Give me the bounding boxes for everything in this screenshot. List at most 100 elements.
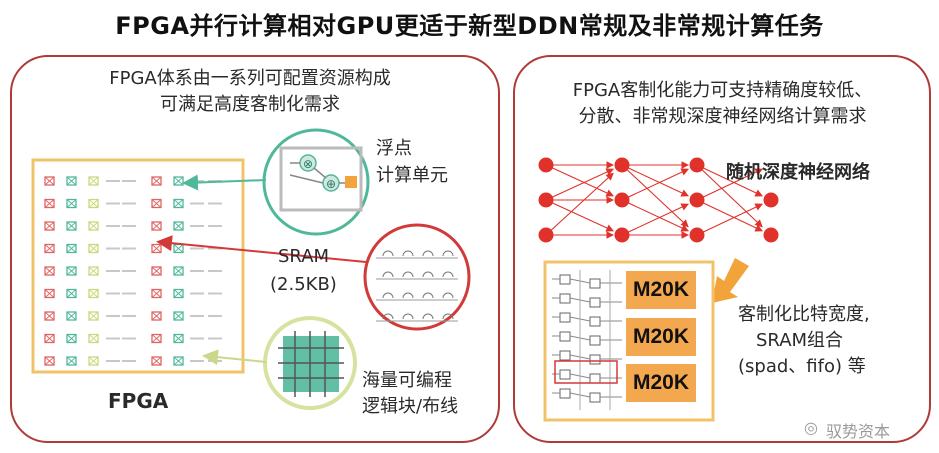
nn-node: [689, 192, 705, 208]
fpga-cell-mark: [151, 266, 162, 276]
sram-cell: [382, 250, 394, 257]
nn-edge: [696, 203, 763, 236]
sram-cell: [402, 271, 414, 278]
fpga-cell-mark: [66, 199, 77, 208]
sram-pointer-arrow: [156, 235, 367, 263]
watermark: 驭势资本: [826, 422, 891, 441]
watermark-icon: ◎: [804, 418, 818, 437]
nn-node: [763, 227, 779, 243]
svg-text:⊗: ⊗: [303, 157, 313, 171]
right-heading-line1: FPGA客制化能力可支持精确度较低、: [572, 80, 873, 101]
nn-node: [614, 157, 630, 173]
nn-edge: [696, 168, 763, 201]
fpga-cell-mark: [44, 289, 55, 298]
fpga-cell-mark: [173, 356, 184, 366]
rdnn-label: 随机深度神经网络: [726, 162, 870, 183]
nn-node: [614, 192, 630, 208]
fpga-cell-mark: [151, 334, 162, 343]
fpga-cell-grid: [44, 176, 222, 366]
custom-line3: (spad、fifo) 等: [738, 356, 866, 377]
nn-edge: [696, 164, 763, 228]
fpga-cell-mark: [151, 356, 162, 366]
nn-edge: [621, 203, 689, 236]
fpga-cell-mark: [66, 176, 77, 186]
fpga-cell-mark: [66, 289, 77, 298]
fpga-cell-mark: [173, 289, 184, 298]
nn-edge: [545, 164, 614, 197]
sram-cell: [422, 292, 434, 299]
fpga-cell-mark: [173, 266, 184, 276]
sram-cell: [442, 250, 454, 257]
fpga-cell-mark: [173, 221, 184, 231]
logic-block: [283, 336, 339, 392]
m20k-block-1: M20K: [626, 271, 696, 309]
fpga-cell-mark: [151, 199, 162, 208]
fpga-cell-mark: [44, 334, 55, 343]
custom-arrow: [712, 258, 749, 303]
nn-edge: [545, 168, 614, 201]
fpga-cell-mark: [151, 311, 162, 321]
logic-label-line1: 海量可编程: [362, 370, 452, 391]
nn-edge: [621, 199, 689, 232]
register-icon: [345, 176, 357, 188]
fpga-cell-mark: [44, 356, 55, 366]
fpga-cell-mark: [173, 311, 184, 321]
fpga-cell-mark: [44, 266, 55, 276]
sram-zoom-circle: [363, 223, 471, 331]
fpga-cell-mark: [88, 244, 99, 253]
nn-node: [614, 227, 630, 243]
sram-cell: [422, 271, 434, 278]
fpga-cell-mark: [66, 334, 77, 343]
m20k-block-2: M20K: [626, 318, 696, 356]
fpga-cell-mark: [88, 199, 99, 208]
fpu-label-line2: 计算单元: [376, 165, 448, 186]
fpga-cell-mark: [173, 244, 184, 253]
fpga-cell-mark: [173, 334, 184, 343]
sram-cell: [402, 313, 414, 320]
fpga-cell-mark: [88, 266, 99, 276]
fpu-label-line1: 浮点: [376, 138, 412, 159]
fpga-cell-mark: [44, 311, 55, 321]
nn-node: [689, 157, 705, 173]
sram-label-line2: (2.5KB): [270, 274, 337, 295]
sram-cell: [442, 292, 454, 299]
fpga-cell-mark: [173, 176, 184, 186]
fpu-block: [279, 146, 363, 212]
left-heading-line2: 可满足高度客制化需求: [160, 94, 340, 115]
nn-edge: [545, 172, 614, 236]
sram-cell: [382, 313, 394, 320]
fpga-cell-mark: [66, 311, 77, 321]
fpga-cell-mark: [66, 244, 77, 253]
svg-text:⊕: ⊕: [326, 177, 336, 191]
left-panel: [10, 55, 500, 443]
custom-line1: 客制化比特宽度,: [738, 304, 870, 325]
sram-cell: [402, 250, 414, 257]
fpga-cell-mark: [88, 356, 99, 366]
nn-edge: [696, 164, 763, 197]
fpga-cell-mark: [88, 176, 99, 186]
right-panel: [513, 55, 931, 443]
fpga-cell-mark: [44, 176, 55, 186]
nn-edges: [545, 161, 763, 239]
fpga-cell-mark: [88, 289, 99, 298]
fpga-cell-mark: [66, 266, 77, 276]
sram-cell: [402, 292, 414, 299]
circuit-highlight: [554, 360, 618, 384]
nn-node: [538, 157, 554, 173]
fpga-cell-mark: [151, 221, 162, 231]
nn-edge: [545, 199, 614, 232]
fpga-cell-mark: [151, 176, 162, 186]
sram-cell: [422, 250, 434, 257]
sram-cell: [422, 313, 434, 320]
sram-cell-array: [376, 250, 458, 322]
sram-cell: [442, 313, 454, 320]
fpga-chip-outline: [31, 158, 245, 374]
fpga-label: FPGA: [108, 389, 169, 413]
nn-edge: [696, 199, 763, 232]
logic-pointer-arrow: [202, 349, 267, 366]
fpga-cell-mark: [44, 221, 55, 231]
fpu-pointer-arrow: [182, 174, 267, 191]
fpga-cell-mark: [66, 221, 77, 231]
nn-node: [538, 227, 554, 243]
page-title: FPGA并行计算相对GPU更适于新型DDN常规及非常规计算任务: [115, 12, 824, 40]
